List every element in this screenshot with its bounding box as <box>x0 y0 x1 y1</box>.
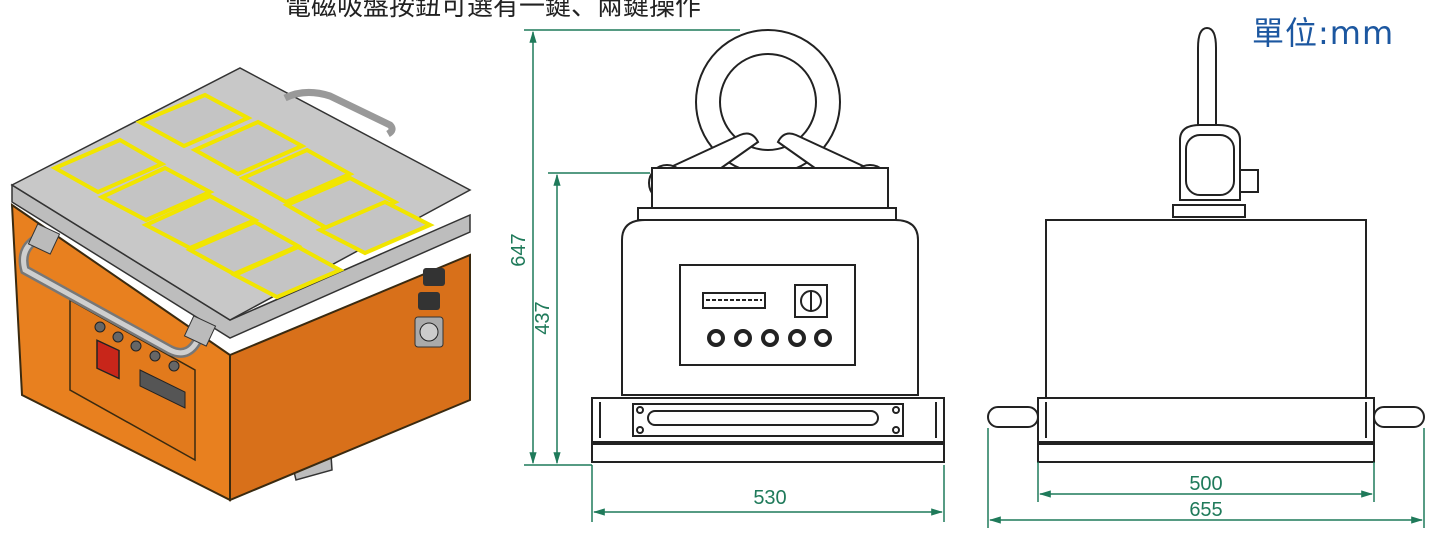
unit-label: 單位:mm <box>1252 14 1395 52</box>
front-dimensions <box>524 29 945 522</box>
front-view <box>591 29 945 463</box>
caption-text: 電磁吸盤按鈕可選有一鍵、兩鍵操作 <box>285 0 702 22</box>
dim-width-side-base: 500 <box>1189 473 1222 495</box>
dim-height-body: 437 <box>532 301 554 334</box>
dim-width-front: 530 <box>753 487 786 509</box>
isometric-view <box>10 67 472 502</box>
side-view <box>987 26 1425 463</box>
dim-height-total: 647 <box>508 233 530 266</box>
dim-width-side-total: 655 <box>1189 499 1222 521</box>
side-dimensions <box>987 428 1425 528</box>
